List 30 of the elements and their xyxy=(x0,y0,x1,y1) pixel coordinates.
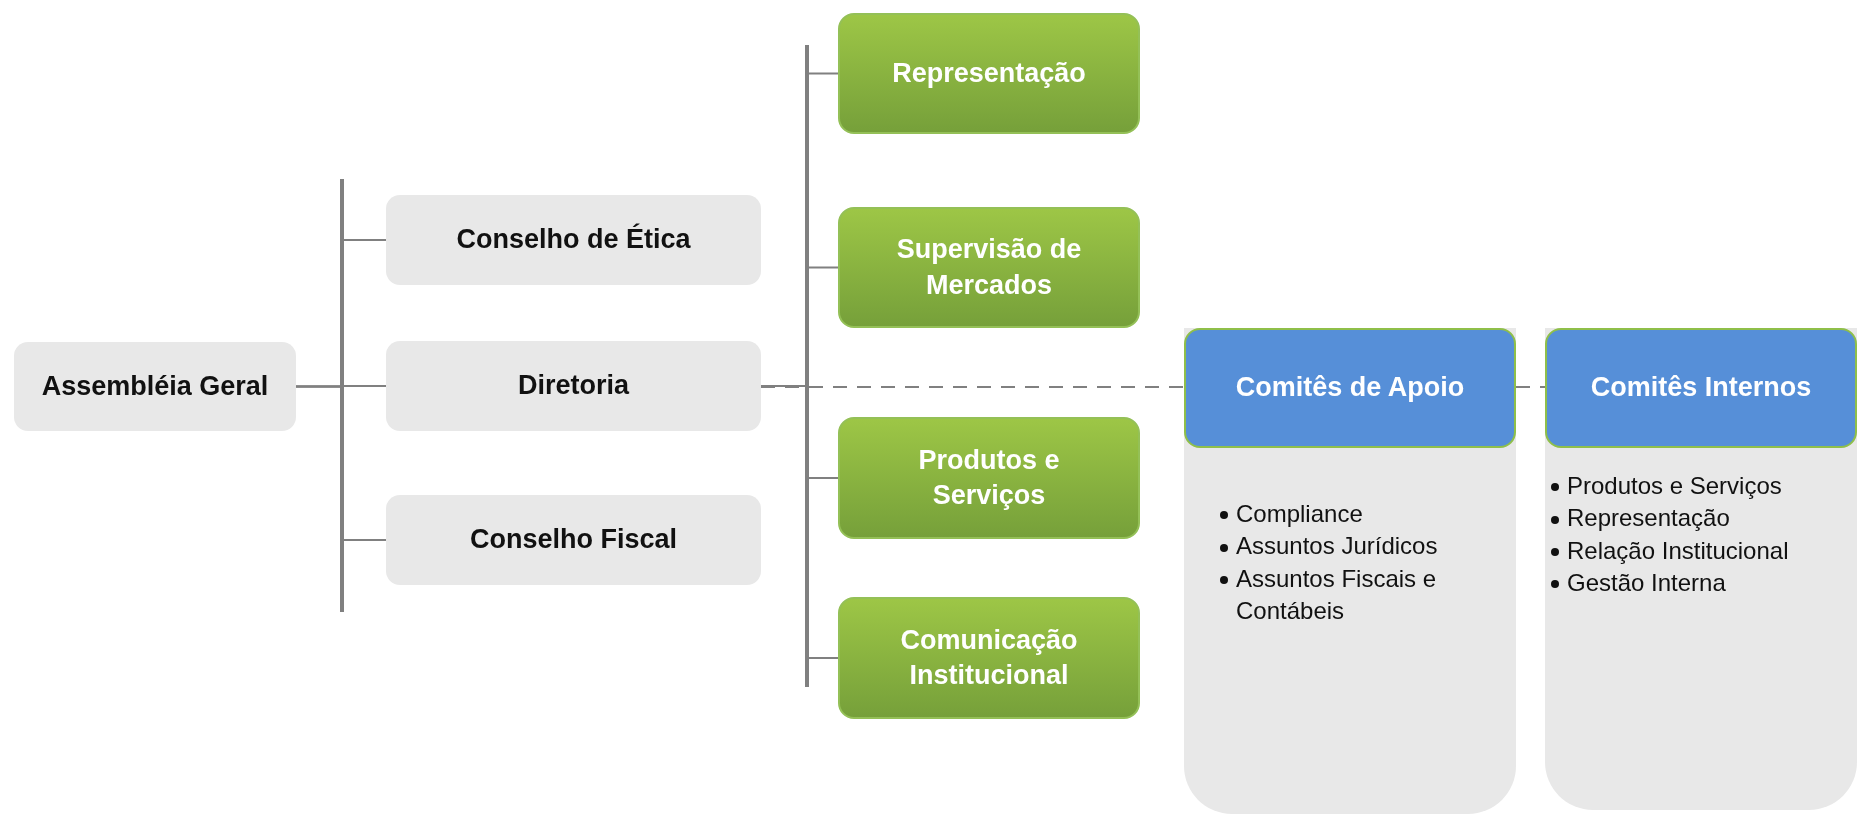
dashed-connector xyxy=(1515,386,1546,388)
committee-item: Relação Institucional xyxy=(1551,534,1847,568)
committee-title: Comitês de Apoio xyxy=(1234,371,1466,405)
connector-line xyxy=(295,385,387,541)
committee-item: Produtos e Serviços xyxy=(1551,470,1847,503)
committee-item: Assuntos Jurídicos xyxy=(1220,530,1506,563)
org-box xyxy=(386,195,761,285)
committee-item: Assuntos Fiscais e Contábeis xyxy=(1220,562,1506,628)
box-label: Conselho Fiscal xyxy=(468,523,679,557)
box-label: Produtos e Serviços xyxy=(917,443,1061,512)
department-box xyxy=(838,13,1140,134)
box-label: Comunicação Institucional xyxy=(899,623,1079,692)
box-label: Diretoria xyxy=(516,369,631,403)
department-box xyxy=(838,417,1140,539)
department-box xyxy=(838,207,1140,328)
box-label: Supervisão de Mercados xyxy=(895,233,1083,302)
committee-item: Representação xyxy=(1551,502,1847,535)
committee-item: Compliance xyxy=(1220,498,1506,531)
committee-panel xyxy=(1184,328,1516,814)
department-box xyxy=(838,597,1140,719)
committee-item: Gestão Interna xyxy=(1551,567,1847,600)
box-label: Assembléia Geral xyxy=(40,369,270,403)
box-label: Conselho de Ética xyxy=(455,222,692,257)
org-box xyxy=(14,342,296,431)
dashed-connector xyxy=(760,386,1185,388)
committee-title: Comitês Internos xyxy=(1589,371,1813,405)
box-label: Representação xyxy=(891,56,1087,90)
org-box xyxy=(386,495,761,585)
committee-panel xyxy=(1545,328,1857,810)
org-box xyxy=(386,341,761,431)
